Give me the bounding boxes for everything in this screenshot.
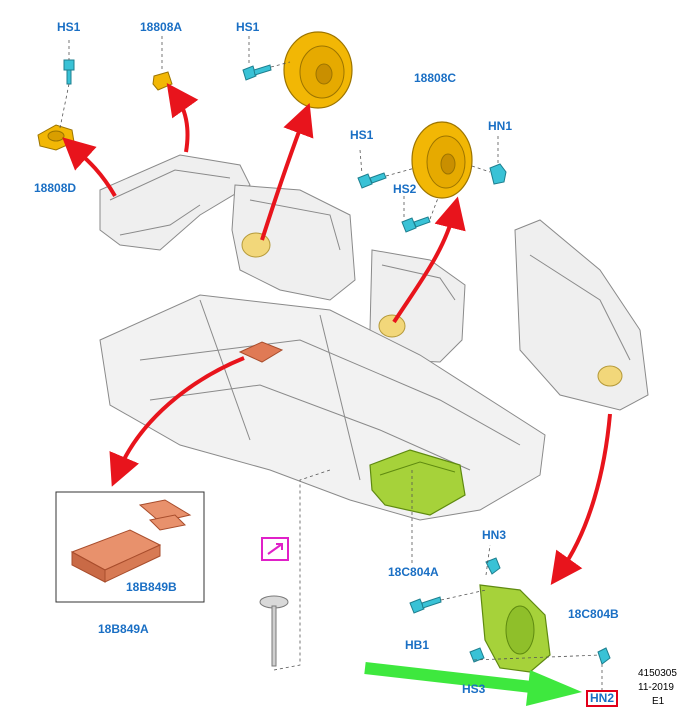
bolt-hs2 bbox=[401, 216, 431, 233]
ref-revision: E1 bbox=[652, 696, 665, 707]
callout-18b849a: 18B849A bbox=[98, 622, 149, 636]
subwoofer-enclosure-18c804a bbox=[369, 449, 466, 516]
nut-hn2 bbox=[597, 647, 611, 665]
ref-date: 11-2019 bbox=[638, 682, 674, 693]
callout-18c804b: 18C804B bbox=[568, 607, 619, 621]
arrow-to-18808c bbox=[392, 196, 466, 324]
bolt-hs1-left bbox=[63, 59, 75, 85]
amplifier-small-highlight bbox=[238, 341, 284, 363]
front-door-trim-panel bbox=[231, 184, 356, 301]
callout-hn2: HN2 bbox=[586, 690, 619, 707]
ref-number: 4150305 bbox=[638, 668, 677, 679]
callout-hn3: HN3 bbox=[482, 528, 507, 542]
callout-18808a: 18808A bbox=[140, 20, 183, 34]
tweeter-18808a bbox=[152, 71, 173, 91]
rear-door-trim-panel bbox=[369, 249, 466, 363]
callout-18808c: 18808C bbox=[414, 71, 457, 85]
bolt-hs1-right bbox=[357, 172, 387, 189]
note-arrow-icon bbox=[267, 543, 283, 555]
grommet-pin bbox=[259, 595, 289, 667]
arrow-to-18808d bbox=[62, 137, 117, 197]
callout-hs1-center: HS1 bbox=[236, 20, 260, 34]
callout-hs3: HS3 bbox=[462, 682, 486, 696]
callout-hs2: HS2 bbox=[393, 182, 417, 196]
rear-quarter-panel bbox=[514, 219, 649, 411]
callout-hb1: HB1 bbox=[405, 638, 430, 652]
speaker-front-door bbox=[283, 31, 353, 109]
rear-parcel-shelf bbox=[99, 154, 251, 251]
nut-hn3 bbox=[485, 557, 501, 575]
callout-hs1-left: HS1 bbox=[57, 20, 81, 34]
red-arrows bbox=[62, 82, 612, 586]
amplifier-18b849b bbox=[70, 499, 192, 583]
callout-18b849b: 18B849B bbox=[126, 580, 177, 594]
arrow-to-amplifier bbox=[109, 356, 245, 487]
callout-18c804a: 18C804A bbox=[388, 565, 439, 579]
arrow-to-18808a bbox=[166, 82, 199, 153]
bolt-hs1-center bbox=[242, 64, 272, 81]
speaker-18808d bbox=[37, 124, 75, 151]
green-highlight-arrow bbox=[364, 662, 582, 706]
leader-lines bbox=[59, 36, 603, 690]
speaker-18808c bbox=[411, 121, 473, 199]
bolt-hb1 bbox=[409, 596, 442, 614]
nut-hn1 bbox=[489, 163, 507, 185]
arrow-to-front-speaker bbox=[260, 103, 314, 241]
callout-18808d: 18808D bbox=[34, 181, 77, 195]
callout-hn1: HN1 bbox=[488, 119, 513, 133]
subwoofer-18c804b bbox=[479, 584, 551, 673]
bolt-hs3 bbox=[469, 647, 485, 663]
callout-hs1-right: HS1 bbox=[350, 128, 374, 142]
arrow-to-18c804b bbox=[550, 413, 612, 586]
